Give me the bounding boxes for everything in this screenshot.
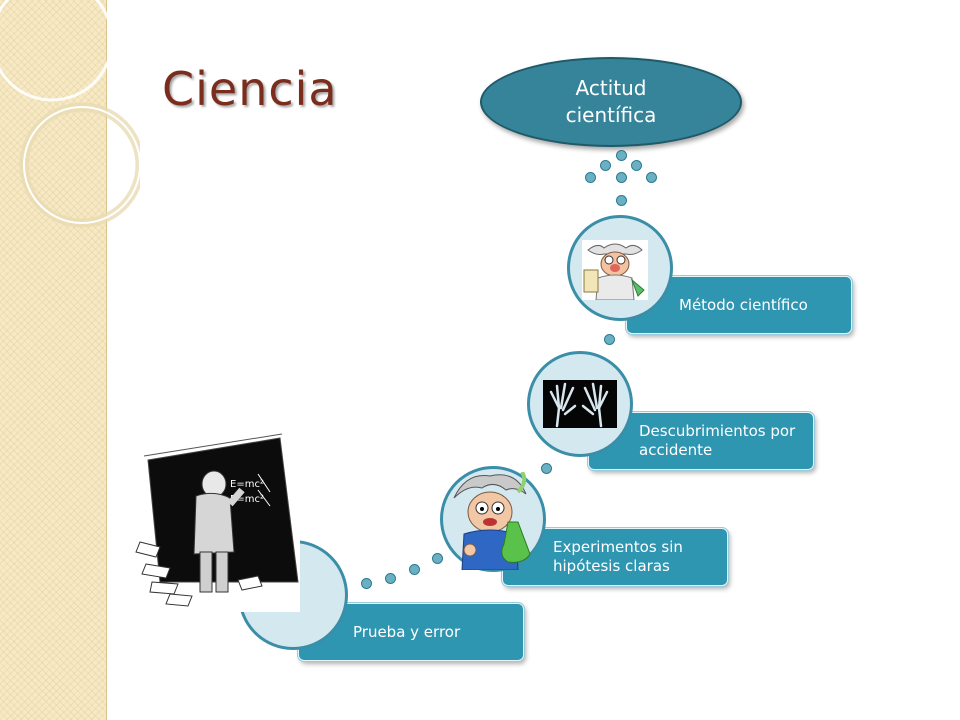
scientist-flask-icon (453, 472, 531, 570)
step-label-descubrimientos: Descubrimientos por accidente (639, 422, 796, 459)
step-label-prueba: Prueba y error (353, 622, 461, 641)
decorative-side-stripe (0, 0, 107, 720)
xray-hands-icon (543, 380, 617, 428)
svg-text:E=mc²: E=mc² (230, 494, 264, 505)
page-title: Ciencia (162, 62, 338, 116)
step-label-metodo: Método científico (679, 295, 808, 314)
decorative-rings (0, 0, 140, 228)
top-node-actitud: Actitud científica (480, 57, 742, 147)
step-bar-experimentos: Experimentos sin hipótesis claras (502, 528, 728, 586)
blackboard-scientist-icon: E=mc² E=mc² (130, 432, 300, 612)
step-bar-metodo: Método científico (626, 276, 852, 334)
svg-text:E=mc²: E=mc² (230, 479, 264, 490)
professor-icon (582, 240, 648, 300)
step-label-experimentos: Experimentos sin hipótesis claras (553, 538, 683, 575)
step-bar-descubrimientos: Descubrimientos por accidente (588, 412, 814, 470)
top-node-label: Actitud científica (565, 76, 657, 127)
